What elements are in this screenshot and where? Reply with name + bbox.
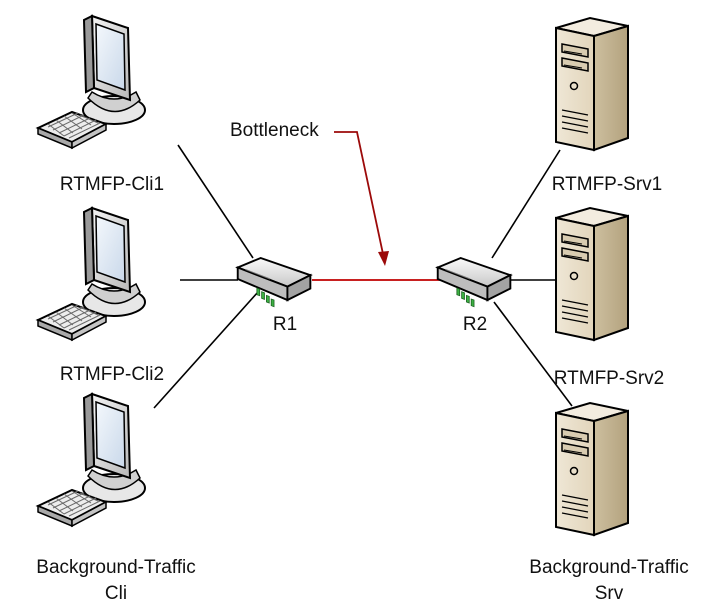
client-label-1: RTMFP-Cli1	[59, 174, 165, 195]
client-label-2: RTMFP-Cli2	[59, 364, 165, 385]
link-cli1-r1	[177, 144, 254, 259]
client-label-3-line2: Cli	[104, 583, 128, 604]
link-r2-srv1	[491, 149, 561, 259]
link-r2-bgsrv	[493, 301, 573, 407]
link-bgcli-r1	[153, 291, 259, 409]
router-icon	[436, 257, 512, 308]
server-label-1: RTMFP-Srv1	[551, 174, 663, 195]
server-label-3: Background-Traffic	[529, 557, 689, 578]
bottleneck-label: Bottleneck	[230, 120, 319, 141]
server-label-3-line2: Srv	[594, 583, 624, 604]
router-icon	[236, 257, 312, 308]
bottleneck-arrow	[334, 131, 389, 266]
links	[153, 144, 573, 409]
router-label-r2: R2	[462, 314, 488, 335]
client-label-3: Background-Traffic	[36, 557, 196, 578]
server-label-2: RTMFP-Srv2	[553, 368, 665, 389]
router-label-r1: R1	[272, 314, 298, 335]
server-tower-icon	[555, 207, 629, 341]
workstation-icon	[37, 207, 146, 341]
workstation-icon	[37, 393, 146, 527]
workstation-icon	[37, 15, 146, 149]
server-tower-icon	[555, 17, 629, 151]
server-tower-icon	[554, 401, 630, 537]
